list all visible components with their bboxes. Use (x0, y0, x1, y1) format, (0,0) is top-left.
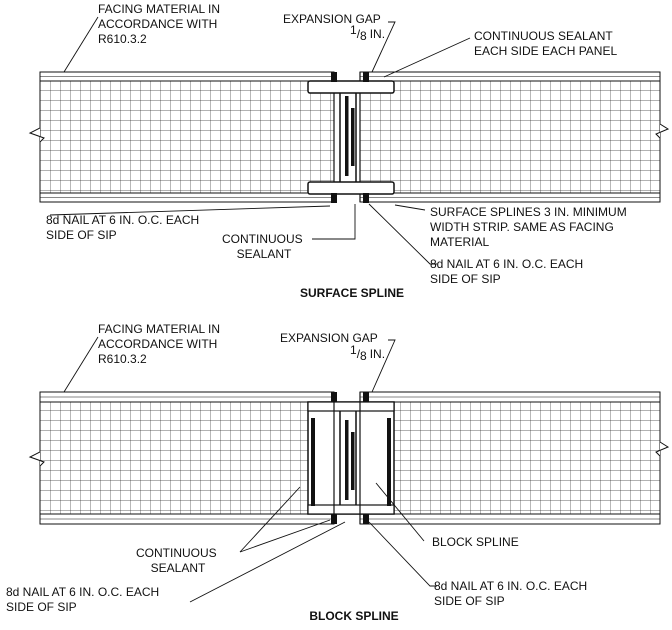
block-cont-sealant-label: CONTINUOUS SEALANT (136, 546, 220, 575)
block-right-break-symbol (655, 392, 670, 524)
surface-nail-right-label: 8d NAIL AT 6 IN. O.C. EACH SIDE OF SIP (430, 257, 587, 286)
surface-facing-label: FACING MATERIAL IN ACCORDANCE WITH R610.… (98, 2, 223, 46)
block-leaders (63, 336, 437, 603)
surface-bottom-spline-strip (307, 181, 395, 195)
surface-nail-left-label: 8d NAIL AT 6 IN. O.C. EACH SIDE OF SIP (46, 213, 203, 242)
block-sealant-bead (311, 418, 315, 506)
block-labels: FACING MATERIAL IN ACCORDANCE WITH R610.… (6, 322, 591, 623)
surface-sealant-label: CONTINUOUS SEALANT EACH SIDE EACH PANEL (474, 29, 617, 58)
surface-splines-label: SURFACE SPLINES 3 IN. MINIMUM WIDTH STRI… (430, 205, 630, 249)
surface-right-break-symbol (655, 72, 670, 202)
block-joint (307, 392, 395, 524)
block-spline-detail: FACING MATERIAL IN ACCORDANCE WITH R610.… (6, 322, 670, 623)
surface-cont-sealant-label: CONTINUOUS SEALANT (222, 232, 306, 261)
surface-gap-label: EXPANSION GAP (283, 12, 381, 26)
block-facing-label: FACING MATERIAL IN ACCORDANCE WITH R610.… (98, 322, 223, 366)
surface-top-spline-strip (307, 80, 395, 94)
block-nail-right-label: 8d NAIL AT 6 IN. O.C. EACH SIDE OF SIP (434, 579, 591, 608)
block-left-panel (39, 391, 335, 525)
surface-left-panel (39, 71, 335, 203)
surface-leaders (49, 16, 471, 265)
surface-left-break-symbol (28, 72, 45, 202)
surface-sealant-bead (351, 108, 355, 166)
block-right-panel (359, 391, 661, 525)
block-caption: BLOCK SPLINE (309, 609, 398, 623)
surface-spline-detail: FACING MATERIAL IN ACCORDANCE WITH R610.… (28, 2, 670, 300)
surface-labels: FACING MATERIAL IN ACCORDANCE WITH R610.… (46, 2, 630, 300)
block-nail-left-label: 8d NAIL AT 6 IN. O.C. EACH SIDE OF SIP (6, 585, 163, 614)
block-sealant-bead (387, 418, 391, 506)
surface-joint (307, 72, 395, 203)
surface-caption: SURFACE SPLINE (300, 286, 404, 300)
block-spline-label: BLOCK SPLINE (432, 535, 519, 549)
block-gap-label: EXPANSION GAP (280, 331, 378, 345)
block-left-break-symbol (28, 392, 45, 524)
surface-sealant-bead (345, 96, 349, 176)
surface-right-panel (359, 71, 661, 203)
